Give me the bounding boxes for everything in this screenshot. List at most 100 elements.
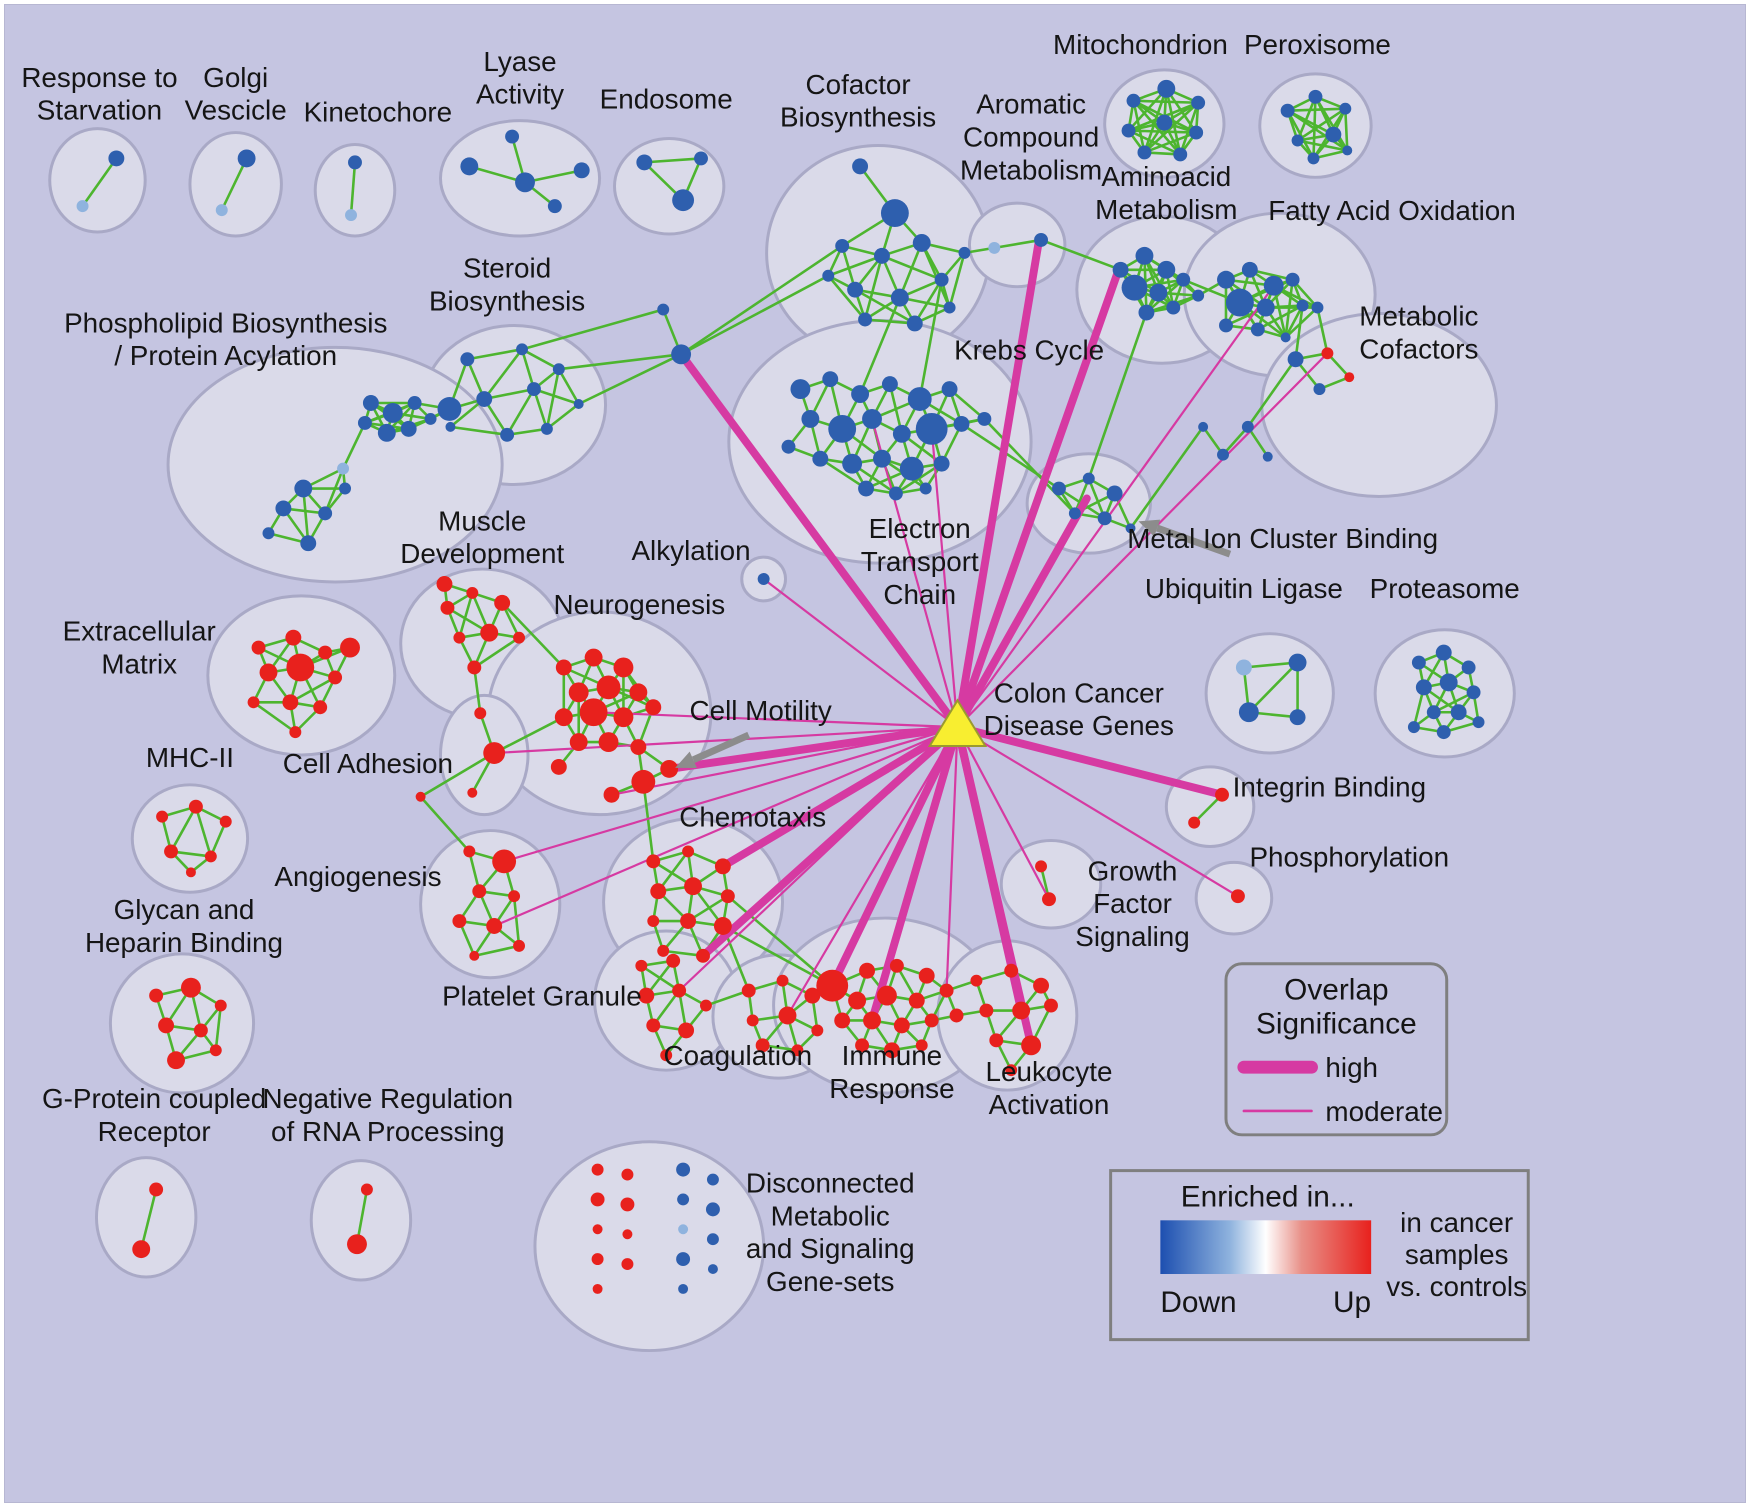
gene-set-edge	[1247, 661, 1299, 714]
gene-set-edge	[1128, 129, 1197, 134]
gene-set-edge	[1143, 101, 1200, 154]
cluster-label-coagulation: Coagulation	[664, 1040, 813, 1071]
gene-set-node	[908, 992, 925, 1009]
gene-set-node	[682, 845, 695, 858]
gene-set-node	[337, 462, 350, 475]
cluster-label-integrin-binding: Integrin Binding	[1233, 772, 1426, 803]
gene-set-node	[345, 209, 357, 222]
cluster-label-krebs-cycle: Krebs Cycle	[954, 334, 1104, 365]
gene-set-node	[259, 663, 278, 682]
gene-set-node	[953, 415, 970, 432]
gene-set-node	[285, 629, 302, 646]
gene-set-node	[873, 449, 891, 468]
gene-set-node	[622, 1229, 633, 1240]
cluster-label-growth-factor-signaling: Factor	[1093, 888, 1172, 919]
gene-set-node	[646, 854, 661, 869]
gene-set-node	[1311, 301, 1324, 314]
gene-set-edge	[419, 751, 495, 798]
gene-set-node	[318, 506, 333, 521]
gene-set-node	[515, 172, 535, 193]
cluster-label-ubiquitin-ligase: Ubiquitin Ligase	[1145, 573, 1343, 604]
gene-set-node	[508, 890, 521, 903]
gene-set-node	[1307, 152, 1320, 165]
gene-set-node	[1138, 304, 1155, 321]
gene-set-node	[880, 199, 909, 228]
gene-set-node	[1235, 659, 1252, 676]
gene-set-node	[1034, 232, 1049, 247]
gene-set-node	[1135, 246, 1154, 265]
gene-set-edge	[458, 592, 474, 639]
gene-set-node	[757, 573, 770, 585]
gene-set-node	[1313, 383, 1326, 396]
gene-set-node	[382, 403, 403, 423]
gene-set-edge	[1243, 661, 1298, 669]
cluster-label-metal-ion-cluster-binding: Metal Ion Cluster Binding	[1127, 523, 1438, 554]
inter-cluster-edge	[493, 716, 565, 755]
gene-set-node	[469, 950, 480, 961]
gene-set-edge	[512, 896, 521, 947]
gene-set-node	[1461, 660, 1476, 675]
gene-set-edge	[994, 238, 1042, 250]
gene-set-node	[596, 675, 621, 700]
gene-set-node	[492, 849, 517, 874]
gene-set-node	[466, 586, 479, 599]
cluster-label-endosome: Endosome	[600, 84, 733, 115]
cluster-label-immune-response: Immune	[842, 1040, 943, 1071]
enriched-context-label: samples	[1405, 1239, 1509, 1270]
cluster-label-g-protein-coupled-receptor: G-Protein coupled	[42, 1083, 266, 1114]
gene-set-node	[1472, 716, 1485, 729]
gene-set-node	[1097, 511, 1112, 526]
inter-cluster-edge	[722, 924, 833, 987]
overlap-legend-label-moderate: moderate	[1325, 1096, 1443, 1127]
inter-cluster-edge	[521, 308, 664, 351]
gene-set-edge	[1143, 131, 1197, 154]
gene-set-node	[214, 999, 227, 1012]
gene-set-node	[1217, 270, 1235, 289]
gene-set-node	[858, 480, 875, 497]
cluster-label-phosphorylation: Phosphorylation	[1249, 841, 1449, 872]
cluster-label-glycan-heparin-binding: Glycan and	[114, 894, 255, 925]
gene-set-node	[635, 959, 648, 972]
gene-set-node	[907, 387, 932, 411]
gene-set-edge	[194, 806, 213, 857]
gene-set-node	[400, 420, 417, 437]
gene-set-node	[516, 343, 528, 356]
gene-set-node	[328, 670, 343, 685]
gene-set-node	[1296, 299, 1309, 312]
significance-edge-moderate	[493, 726, 959, 755]
gene-set-node	[483, 742, 506, 764]
gene-set-node	[943, 301, 956, 314]
gene-set-node	[1044, 998, 1058, 1013]
enrichment-gradient-bar	[1160, 1220, 1372, 1275]
inter-cluster-edge	[1087, 312, 1148, 480]
gene-set-node	[1176, 272, 1191, 287]
metal-ion-arrow	[1138, 519, 1161, 537]
gene-set-node	[584, 648, 603, 667]
gene-set-node	[883, 1042, 900, 1059]
gene-set-node	[158, 1017, 175, 1034]
cluster-ellipse-ubiquitin-ligase	[1204, 632, 1335, 755]
gene-set-edge	[139, 1189, 158, 1250]
cluster-label-aromatic-compound-metabolism: Metabolism	[960, 154, 1102, 185]
gene-set-edge	[657, 850, 690, 892]
gene-set-node	[185, 867, 196, 878]
gene-set-node	[505, 129, 520, 144]
gene-set-node	[660, 1049, 673, 1062]
gene-set-node	[706, 1233, 719, 1246]
gene-set-edge	[644, 157, 702, 164]
gene-set-node	[149, 988, 164, 1003]
cluster-label-cofactor-biosynthesis: Biosynthesis	[780, 102, 936, 133]
cluster-label-cofactor-biosynthesis: Cofactor	[806, 69, 911, 100]
cluster-label-neurogenesis: Neurogenesis	[553, 589, 725, 620]
gene-set-node	[621, 1258, 634, 1271]
gene-set-node	[876, 985, 897, 1006]
cell-motility-arrow	[675, 751, 697, 768]
gene-set-node	[215, 204, 228, 217]
cluster-label-steroid-biosynthesis: Biosynthesis	[429, 286, 585, 317]
cluster-ellipse-disconnected-gene-sets	[533, 1140, 766, 1353]
gene-set-node	[1225, 288, 1254, 317]
gene-set-node	[899, 456, 924, 481]
gene-set-node	[467, 660, 482, 675]
gene-set-node	[714, 858, 731, 875]
gene-set-node	[1188, 816, 1201, 829]
